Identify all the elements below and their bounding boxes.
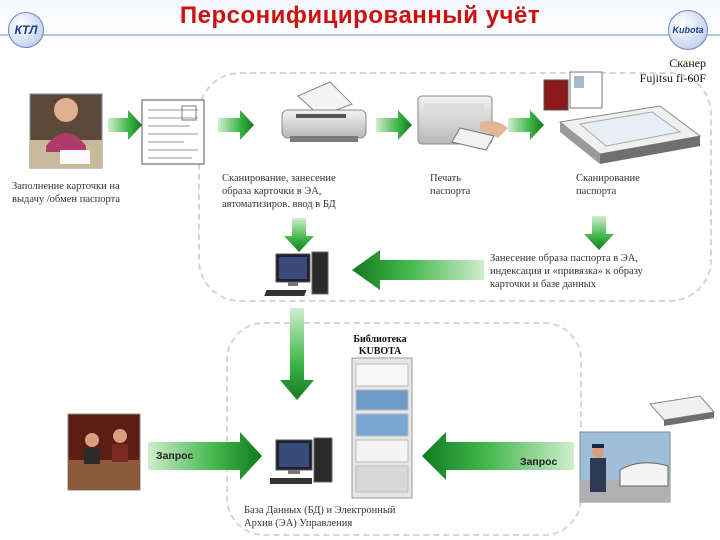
document-scanner-icon <box>281 81 367 142</box>
caption-store-image: Занесение образа паспорта в ЭА, индексац… <box>490 252 690 291</box>
server-rack-icon <box>351 357 413 499</box>
caption-fill-card: Заполнение карточки на выдачу /обмен пас… <box>12 180 172 206</box>
caption-store-image-line-3: карточки и базе данных <box>490 279 596 290</box>
scanner-label-line-1: Сканер <box>669 56 706 70</box>
caption-scan-passport-line-1: Сканирование <box>576 173 640 184</box>
caption-store-image-line-2: индексация и «привязка» к образу <box>490 266 643 277</box>
caption-scan-card-line-2: образа карточки в ЭА, <box>222 186 322 197</box>
database-label-line-1: База Данных (БД) и Электронный <box>244 505 396 516</box>
caption-print-passport: Печать паспорта <box>430 172 510 198</box>
library-label: Библиотека KUBOTA <box>330 334 430 358</box>
arrow-request-left <box>148 432 262 480</box>
ktl-logo-icon: КТЛ <box>8 12 44 48</box>
arrow-store-image <box>352 250 484 290</box>
kubota-logo-icon: Kubota <box>668 10 708 50</box>
flatbed-scanner-icon <box>558 105 702 164</box>
caption-print-passport-line-1: Печать <box>430 173 462 184</box>
request-left-label: Запрос <box>156 450 194 462</box>
scanner-label-line-2: Fujitsu fi-60F <box>639 71 706 85</box>
caption-scan-card: Сканирование, занесение образа карточки … <box>222 172 382 211</box>
caption-scan-passport-line-2: паспорта <box>576 186 617 197</box>
caption-fill-card-line-2: выдачу /обмен паспорта <box>12 194 121 205</box>
arrow-to-scanner <box>218 110 254 140</box>
arrow-to-card <box>108 110 142 140</box>
arrow-down-to-database <box>280 308 314 400</box>
caption-scan-card-line-1: Сканирование, занесение <box>222 173 336 184</box>
caption-scan-passport: Сканирование паспорта <box>576 172 676 198</box>
page-title: Персонифицированный учёт <box>179 2 541 29</box>
police-officer-photo <box>579 431 671 503</box>
header-bar <box>0 0 720 36</box>
scanner-model-label: Сканер Fujitsu fi-60F <box>606 56 706 86</box>
caption-fill-card-line-1: Заполнение карточки на <box>12 181 120 192</box>
request-right-label: Запрос <box>520 456 558 468</box>
office-workers-photo <box>67 413 141 491</box>
scanning-process-region <box>198 72 712 302</box>
arrow-to-printer <box>376 110 412 140</box>
flatbed-scanner-small-icon <box>649 395 715 426</box>
arrow-to-flatbed <box>508 110 544 140</box>
passport-printer-icon <box>417 95 508 151</box>
arrow-down-left <box>284 218 314 252</box>
caption-store-image-line-1: Занесение образа паспорта в ЭА, <box>490 253 639 264</box>
database-label-line-2: Архив (ЭА) Управления <box>244 518 353 529</box>
caption-print-passport-line-2: паспорта <box>430 186 471 197</box>
database-label: База Данных (БД) и Электронный Архив (ЭА… <box>244 504 444 530</box>
arrow-request-right <box>422 432 574 480</box>
passport-icon <box>543 71 603 111</box>
archive-storage-region <box>226 322 582 536</box>
computer-workstation-icon <box>264 251 329 296</box>
library-label-line-1: Библиотека <box>353 334 407 345</box>
document-card-icon <box>141 99 205 165</box>
database-workstation-icon <box>270 437 333 484</box>
library-label-line-2: KUBOTA <box>358 346 402 357</box>
caption-scan-card-line-3: автоматизиров. ввод в БД <box>222 199 336 210</box>
arrow-down-right <box>584 216 614 250</box>
person-filling-form-photo <box>29 93 103 169</box>
